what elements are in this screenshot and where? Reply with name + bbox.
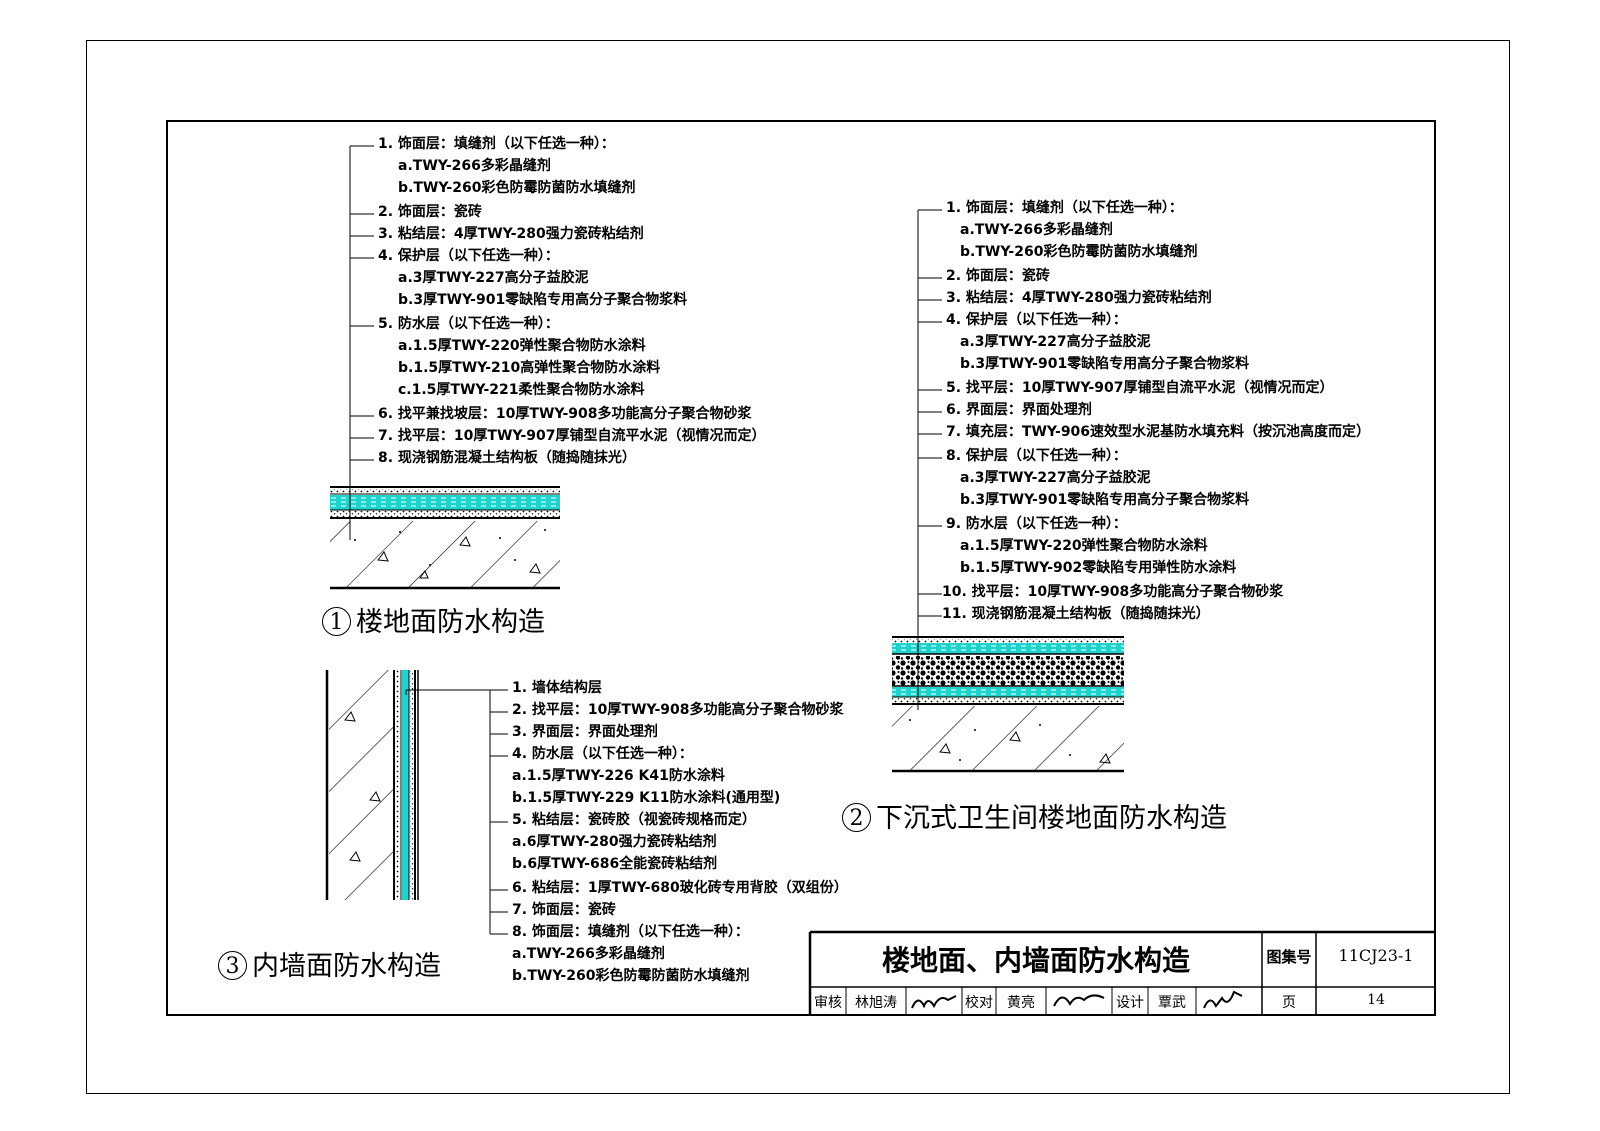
detail2-note: 2. 饰面层：瓷砖	[946, 268, 1050, 284]
detail1-note: 5. 防水层（以下任选一种）：	[378, 316, 559, 332]
page-number: 14	[1367, 992, 1385, 1008]
detail3-note: 6. 粘结层：1厚TWY-680玻化砖专用背胶（双组份）	[512, 880, 848, 896]
detail3-note: b.1.5厚TWY-229 K11防水涂料(通用型)	[512, 790, 781, 806]
detail3-note: 8. 饰面层：填缝剂（以下任选一种）：	[512, 924, 749, 940]
detail1-note: a.1.5厚TWY-220弹性聚合物防水涂料	[398, 338, 646, 354]
detail3-note: 3. 界面层：界面处理剂	[512, 724, 658, 740]
page-label: 页	[1282, 995, 1296, 1011]
detail1-note: a.TWY-266多彩晶缝剂	[398, 158, 551, 174]
detail3-note: 2. 找平层：10厚TWY-908多功能高分子聚合物砂浆	[512, 702, 844, 718]
detail2-note: a.3厚TWY-227高分子益胶泥	[960, 334, 1151, 350]
checker-name: 黄亮	[1007, 995, 1035, 1011]
detail2-note: 6. 界面层：界面处理剂	[946, 402, 1092, 418]
title-block-grid	[808, 930, 1436, 1016]
detail3-note: 1. 墙体结构层	[512, 680, 602, 696]
detail1-number: 1	[322, 607, 351, 636]
detail3-title: 内墙面防水构造	[252, 951, 441, 982]
detail2-note: 5. 找平层：10厚TWY-907厚铺型自流平水泥（视情况而定）	[946, 380, 1334, 396]
signature-icon	[911, 990, 1243, 1009]
detail1-note: 7. 找平层：10厚TWY-907厚铺型自流平水泥（视情况而定）	[378, 428, 766, 444]
check-label: 校对	[965, 995, 993, 1011]
atlas-number: 11CJ23-1	[1338, 946, 1414, 965]
detail1-note: b.TWY-260彩色防霉防菌防水填缝剂	[398, 180, 636, 196]
detail2-note: b.1.5厚TWY-902零缺陷专用弹性防水涂料	[960, 560, 1237, 576]
detail1-note: 8. 现浇钢筋混凝土结构板（随捣随抹光）	[378, 450, 636, 466]
detail3-section	[325, 670, 508, 935]
detail2-note: 10. 找平层：10厚TWY-908多功能高分子聚合物砂浆	[942, 584, 1284, 600]
atlas-label: 图集号	[1266, 948, 1312, 966]
outer-frame	[86, 40, 1510, 1094]
detail2-note: 4. 保护层（以下任选一种）：	[946, 312, 1127, 328]
detail3-note: b.TWY-260彩色防霉防菌防水填缝剂	[512, 968, 750, 984]
reviewer-name: 林旭涛	[855, 995, 897, 1011]
detail1-note: 2. 饰面层：瓷砖	[378, 204, 482, 220]
detail1-note: b.3厚TWY-901零缺陷专用高分子聚合物浆料	[398, 292, 688, 308]
drawing-title: 楼地面、内墙面防水构造	[881, 944, 1190, 977]
drawing-frame	[166, 120, 1436, 1016]
detail2-note: 8. 保护层（以下任选一种）：	[946, 448, 1127, 464]
detail3-note: 7. 饰面层：瓷砖	[512, 902, 616, 918]
detail1-note: 4. 保护层（以下任选一种）：	[378, 248, 559, 264]
detail3-note: a.6厚TWY-280强力瓷砖粘结剂	[512, 834, 717, 850]
detail1-note: a.3厚TWY-227高分子益胶泥	[398, 270, 589, 286]
detail3-note: a.TWY-266多彩晶缝剂	[512, 946, 665, 962]
detail2-note: 7. 填充层：TWY-906速效型水泥基防水填充料（按沉池高度而定）	[946, 424, 1371, 440]
detail3-note: a.1.5厚TWY-226 K41防水涂料	[512, 768, 725, 784]
detail3-note: b.6厚TWY-686全能瓷砖粘结剂	[512, 856, 718, 872]
detail2-note: b.3厚TWY-901零缺陷专用高分子聚合物浆料	[960, 356, 1250, 372]
detail1-section	[330, 145, 560, 590]
detail2-note: 9. 防水层（以下任选一种）：	[946, 516, 1127, 532]
detail3-note: 4. 防水层（以下任选一种）：	[512, 746, 693, 762]
detail3-number: 3	[218, 951, 247, 980]
detail1-note: b.1.5厚TWY-210高弹性聚合物防水涂料	[398, 360, 661, 376]
designer-name: 覃武	[1158, 995, 1186, 1011]
detail1-note: 6. 找平兼找坡层：10厚TWY-908多功能高分子聚合物砂浆	[378, 406, 752, 422]
detail1-note: c.1.5厚TWY-221柔性聚合物防水涂料	[398, 382, 645, 398]
detail2-note: 3. 粘结层：4厚TWY-280强力瓷砖粘结剂	[946, 290, 1212, 306]
detail1-note: 3. 粘结层：4厚TWY-280强力瓷砖粘结剂	[378, 226, 644, 242]
detail2-title: 下沉式卫生间楼地面防水构造	[876, 803, 1227, 834]
detail1-title: 楼地面防水构造	[356, 607, 545, 638]
review-label: 审核	[814, 995, 842, 1011]
detail2-note: a.1.5厚TWY-220弹性聚合物防水涂料	[960, 538, 1208, 554]
detail2-note: a.TWY-266多彩晶缝剂	[960, 222, 1113, 238]
detail2-number: 2	[842, 803, 871, 832]
detail2-section	[892, 209, 1124, 773]
detail2-note: 1. 饰面层：填缝剂（以下任选一种）：	[946, 200, 1183, 216]
detail1-note: 1. 饰面层：填缝剂（以下任选一种）：	[378, 136, 615, 152]
detail3-note: 5. 粘结层：瓷砖胶（视瓷砖规格而定）	[512, 812, 756, 828]
detail2-note: b.TWY-260彩色防霉防菌防水填缝剂	[960, 244, 1198, 260]
detail2-note: a.3厚TWY-227高分子益胶泥	[960, 470, 1151, 486]
detail2-note: b.3厚TWY-901零缺陷专用高分子聚合物浆料	[960, 492, 1250, 508]
design-label: 设计	[1116, 995, 1144, 1011]
detail2-note: 11. 现浇钢筋混凝土结构板（随捣随抹光）	[942, 606, 1210, 622]
